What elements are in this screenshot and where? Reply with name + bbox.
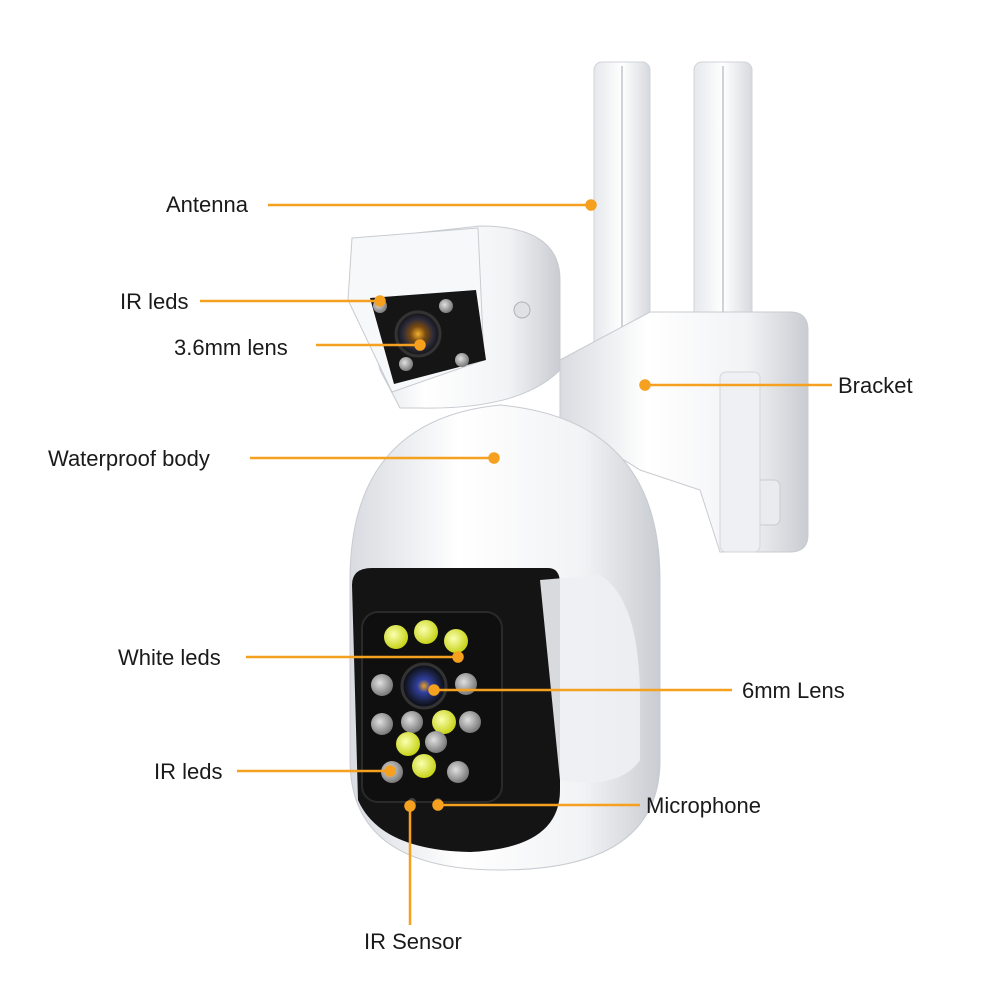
bracket-shape bbox=[559, 311, 809, 553]
callout-ir-leds-bottom: IR leds bbox=[154, 759, 223, 784]
callout-waterproof-body: Waterproof body bbox=[48, 446, 210, 471]
callout-ir-leds-top: IR leds bbox=[120, 289, 189, 314]
leader-lines bbox=[200, 199, 832, 925]
callout-white-leds: White leds bbox=[118, 645, 221, 670]
front-led-panel bbox=[361, 611, 503, 806]
callout-microphone: Microphone bbox=[646, 793, 761, 818]
callout-ir-sensor: IR Sensor bbox=[364, 929, 462, 954]
callout-bracket: Bracket bbox=[838, 373, 913, 398]
callout-6mm-lens: 6mm Lens bbox=[742, 678, 845, 703]
top-lens-housing bbox=[347, 225, 561, 409]
callout-3-6mm-lens: 3.6mm lens bbox=[174, 335, 288, 360]
callout-antenna: Antenna bbox=[166, 192, 248, 217]
